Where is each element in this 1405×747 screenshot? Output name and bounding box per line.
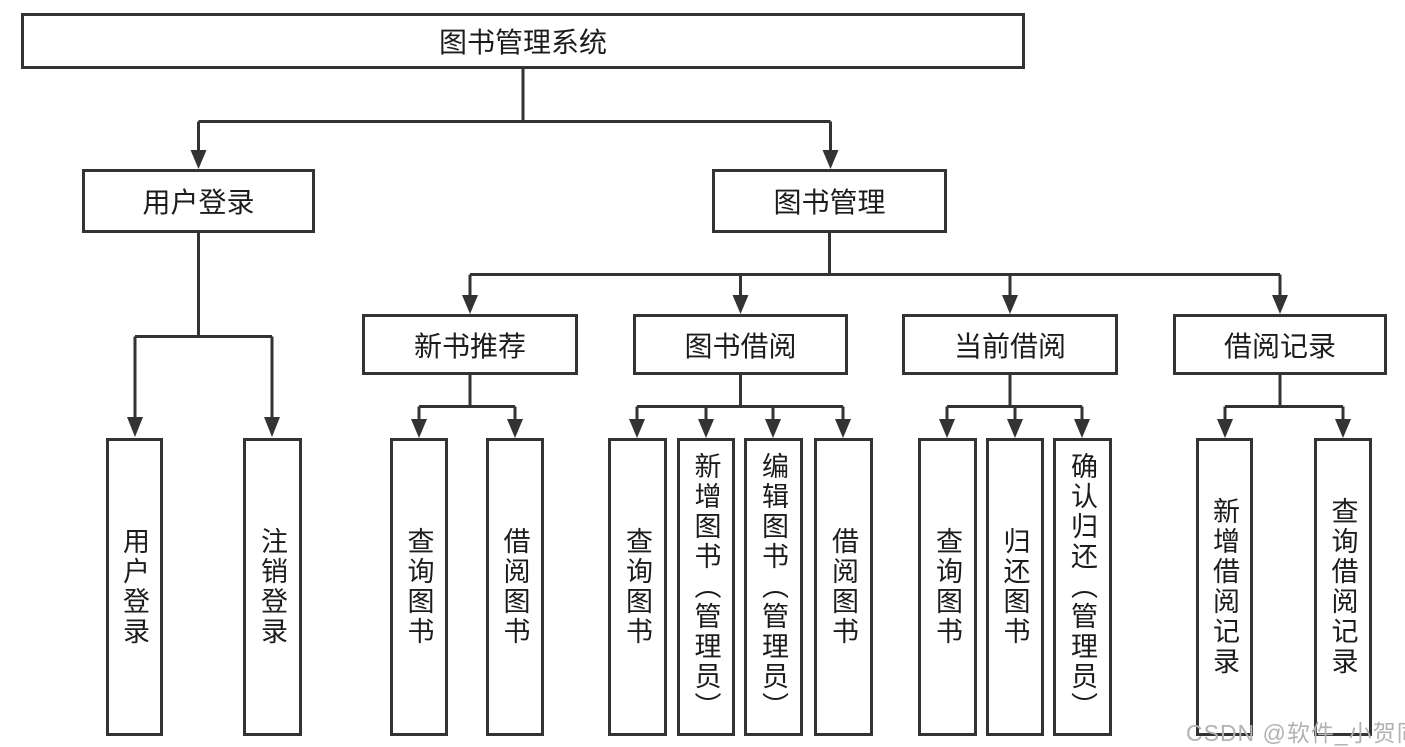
node-leaf-add-borrow-record: 新增借阅记录 [1196, 438, 1253, 736]
node-borrow-records: 借阅记录 [1173, 314, 1387, 375]
node-leaf-user-login: 用户登录 [106, 438, 163, 736]
node-leaf-add-book-admin: 新增图书（管理员） [677, 438, 735, 736]
node-leaf-borrow-books: 借阅图书 [814, 438, 873, 736]
node-library-management-system: 图书管理系统 [21, 13, 1025, 69]
node-leaf-query-borrow-record: 查询借阅记录 [1314, 438, 1372, 736]
csdn-watermark: CSDN @软件_小贺同学 [1186, 720, 1405, 746]
node-book-borrow: 图书借阅 [633, 314, 848, 375]
node-leaf-query-books-recommend: 查询图书 [390, 438, 448, 736]
node-leaf-return-book: 归还图书 [986, 438, 1044, 736]
node-current-borrow: 当前借阅 [902, 314, 1118, 375]
node-book-management: 图书管理 [712, 169, 947, 233]
node-leaf-edit-book-admin: 编辑图书（管理员） [744, 438, 803, 736]
node-leaf-query-books-current: 查询图书 [918, 438, 977, 736]
node-leaf-logout: 注销登录 [243, 438, 302, 736]
node-leaf-query-books-borrow: 查询图书 [608, 438, 667, 736]
node-user-login: 用户登录 [82, 169, 315, 233]
node-leaf-confirm-return-admin: 确认归还（管理员） [1053, 438, 1112, 736]
node-leaf-borrow-books-recommend: 借阅图书 [486, 438, 544, 736]
node-new-book-recommend: 新书推荐 [362, 314, 578, 375]
